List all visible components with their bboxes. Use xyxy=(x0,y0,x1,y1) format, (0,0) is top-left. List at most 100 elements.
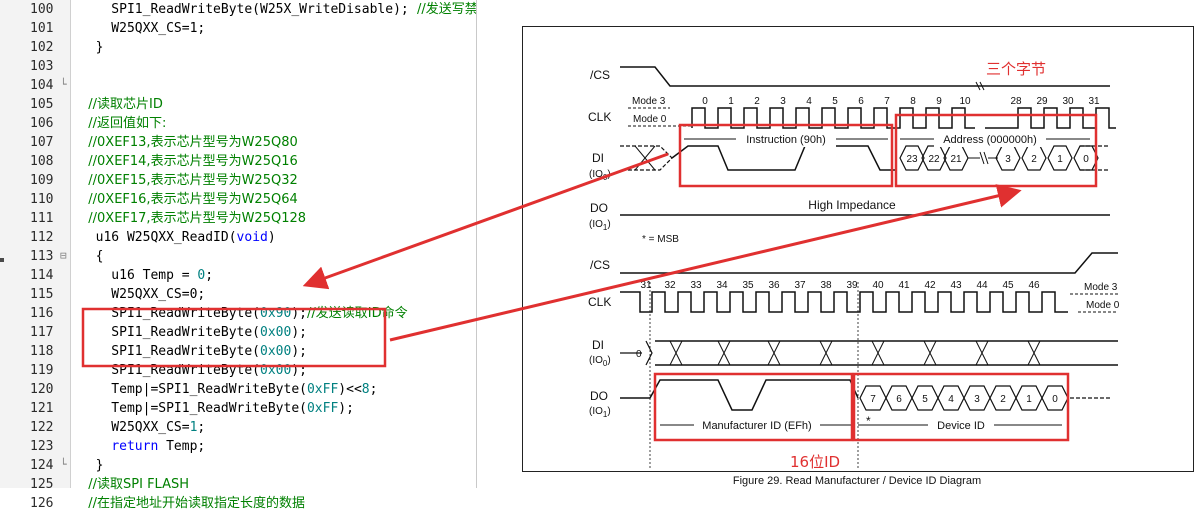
code-line[interactable]: 122 W25QXX_CS=1; xyxy=(0,418,500,437)
do-waveform-bottom xyxy=(620,379,1110,411)
di-bottom-dontcare xyxy=(717,340,731,366)
code-token: SPI1_ReadWriteByte( xyxy=(80,325,261,340)
code-line[interactable]: 124└ } xyxy=(0,456,500,475)
clk-cycle-number: 7 xyxy=(884,96,890,107)
code-line[interactable]: 118 SPI1_ReadWriteByte(0x00); xyxy=(0,342,500,361)
code-text: //0XEF16,表示芯片型号为W25Q64 xyxy=(80,190,298,209)
code-token: 0xFF xyxy=(306,382,339,397)
code-token: W25QXX_CS=1; xyxy=(80,21,206,36)
address-bit-label: 3 xyxy=(1005,154,1011,165)
di-bottom-dontcare xyxy=(975,340,989,366)
code-line[interactable]: 126 //在指定地址开始读取指定长度的数据 xyxy=(0,494,500,513)
code-line[interactable]: 111 //0XEF17,表示芯片型号为W25Q128 xyxy=(0,209,500,228)
code-token: //0XEF17,表示芯片型号为W25Q128 xyxy=(80,211,307,226)
msb-star: * xyxy=(866,414,871,428)
code-line[interactable]: 113⊟ { xyxy=(0,247,500,266)
code-token: 0x00 xyxy=(260,325,292,340)
high-impedance-label: High Impedance xyxy=(808,198,896,212)
breakpoint-marker xyxy=(0,258,4,262)
line-number: 101 xyxy=(30,21,54,36)
line-number: 122 xyxy=(30,420,54,435)
code-token: //0XEF14,表示芯片型号为W25Q16 xyxy=(80,154,298,169)
clk-cycle-number: 40 xyxy=(872,280,884,291)
code-line[interactable]: 117 SPI1_ReadWriteByte(0x00); xyxy=(0,323,500,342)
line-number: 103 xyxy=(30,59,54,74)
code-line[interactable]: 115 W25QXX_CS=0; xyxy=(0,285,500,304)
clk-cycle-number: 34 xyxy=(716,280,728,291)
di-bottom-dontcare xyxy=(923,340,937,366)
code-line[interactable]: 121 Temp|=SPI1_ReadWriteByte(0xFF); xyxy=(0,399,500,418)
code-text: Temp|=SPI1_ReadWriteByte(0xFF)<<8; xyxy=(80,380,377,399)
fold-toggle-icon[interactable]: ⊟ xyxy=(60,249,67,262)
line-number: 111 xyxy=(30,211,54,226)
cs-waveform-bottom xyxy=(620,252,1118,274)
code-line[interactable]: 106 //返回值如下: xyxy=(0,114,500,133)
clk-label-top: CLK xyxy=(588,110,611,124)
code-line[interactable]: 102 } xyxy=(0,38,500,57)
code-highlight-box xyxy=(81,307,387,368)
di-bottom-dontcare xyxy=(819,340,833,366)
code-line[interactable]: 114 u16 Temp = 0; xyxy=(0,266,500,285)
line-number-gutter xyxy=(0,0,71,488)
code-line[interactable]: 107 //0XEF13,表示芯片型号为W25Q80 xyxy=(0,133,500,152)
code-token: //读取芯片ID xyxy=(80,97,163,112)
code-token: W25QXX_CS=0; xyxy=(80,287,206,302)
code-token: return xyxy=(111,439,159,454)
code-text: //返回值如下: xyxy=(80,114,166,133)
address-bit-label: 21 xyxy=(950,154,962,165)
code-text: //0XEF17,表示芯片型号为W25Q128 xyxy=(80,209,306,228)
line-number: 110 xyxy=(30,192,54,207)
di-sub-label-bottom: (IO0) xyxy=(589,355,611,368)
code-token: 0 xyxy=(197,268,206,283)
code-line[interactable]: 104└ xyxy=(0,76,500,95)
code-line[interactable]: 108 //0XEF14,表示芯片型号为W25Q16 xyxy=(0,152,500,171)
address-bit-label: 2 xyxy=(1031,154,1037,165)
code-line[interactable]: 123 return Temp; xyxy=(0,437,500,456)
code-line[interactable]: 101 W25QXX_CS=1; xyxy=(0,19,500,38)
clk-cycle-number: 41 xyxy=(898,280,910,291)
code-line[interactable]: 105 //读取芯片ID xyxy=(0,95,500,114)
clk-cycle-number: 3 xyxy=(780,96,786,107)
code-text: W25QXX_CS=1; xyxy=(80,19,205,38)
clk-cycle-number: 38 xyxy=(820,280,832,291)
code-token: { xyxy=(80,249,104,264)
clk-cycle-number: 37 xyxy=(794,280,806,291)
clk-cycle-number: 44 xyxy=(976,280,988,291)
clk-cycle-number: 29 xyxy=(1036,96,1048,107)
code-text: //0XEF13,表示芯片型号为W25Q80 xyxy=(80,133,298,152)
di-waveform-bottom xyxy=(620,340,1118,366)
di-bottom-dontcare xyxy=(1027,340,1041,366)
code-text: SPI1_ReadWriteByte(0x00); xyxy=(80,323,307,342)
code-text: { xyxy=(80,247,104,266)
di-bottom-rails xyxy=(655,340,1118,366)
address-label: Address (000000h) xyxy=(943,134,1037,146)
device-bit-label: 0 xyxy=(1052,394,1058,405)
line-number: 105 xyxy=(30,97,54,112)
code-token: ); xyxy=(291,325,307,340)
line-number: 112 xyxy=(30,230,54,245)
clk-cycle-number: 31 xyxy=(640,280,652,291)
code-token: 1 xyxy=(189,420,198,435)
code-token: void xyxy=(236,230,268,245)
clk-cycle-number: 42 xyxy=(924,280,936,291)
code-line[interactable]: 109 //0XEF15,表示芯片型号为W25Q32 xyxy=(0,171,500,190)
code-line[interactable]: 110 //0XEF16,表示芯片型号为W25Q64 xyxy=(0,190,500,209)
code-line[interactable]: 120 Temp|=SPI1_ReadWriteByte(0xFF)<<8; xyxy=(0,380,500,399)
clk-label-bottom: CLK xyxy=(588,295,611,309)
manufacturer-id-label: Manufacturer ID (EFh) xyxy=(702,420,811,432)
manufacturer-highlight-box xyxy=(653,372,854,442)
code-text: W25QXX_CS=0; xyxy=(80,285,205,304)
clk-cycle-number: 28 xyxy=(1010,96,1022,107)
address-bit-label: 22 xyxy=(928,154,940,165)
mode-bracket-bottom xyxy=(1070,293,1118,313)
line-number: 115 xyxy=(30,287,54,302)
code-token: ); xyxy=(291,344,307,359)
clk-cycle-number: 33 xyxy=(690,280,702,291)
di-label-top: DI xyxy=(592,151,604,165)
code-token: ) xyxy=(267,230,276,245)
code-line[interactable]: 112 u16 W25QXX_ReadID(void) xyxy=(0,228,500,247)
code-line[interactable]: 103 xyxy=(0,57,500,76)
address-bit-cell xyxy=(1073,145,1099,171)
